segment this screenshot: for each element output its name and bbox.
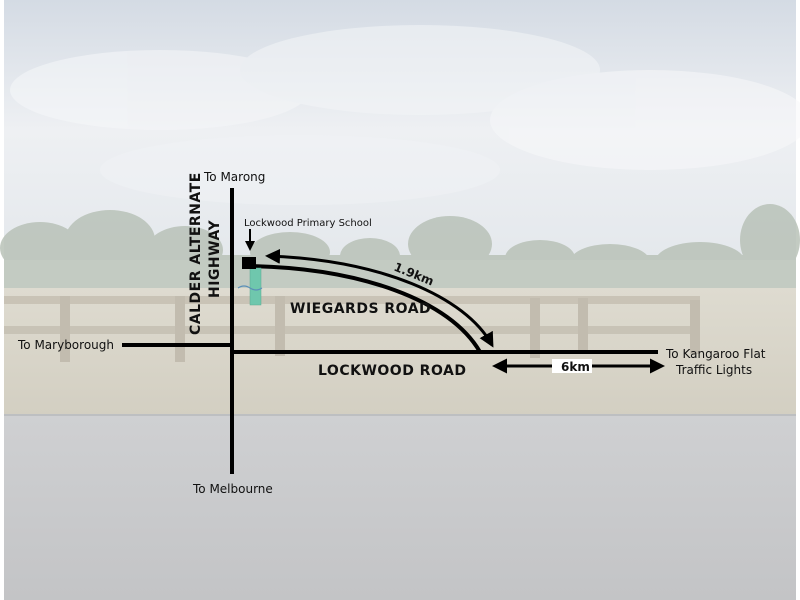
school-building-icon <box>242 257 256 269</box>
lockwood-road-label: LOCKWOOD ROAD <box>318 363 466 379</box>
creek-icon <box>237 285 263 291</box>
lockwood-distance-label-bg <box>552 359 592 373</box>
south-label: To Melbourne <box>192 482 273 496</box>
distance-arrows <box>265 248 665 374</box>
north-label: To Marong <box>203 170 265 184</box>
wiegards-distance-arrow <box>265 248 494 348</box>
east-label-line2: Traffic Lights <box>675 363 752 377</box>
school-label: Lockwood Primary School <box>244 218 372 229</box>
highway-label-line2: HIGHWAY <box>207 220 223 298</box>
cloud-layer <box>10 25 800 205</box>
school-marker <box>237 229 263 306</box>
map-labels: To Marong To Melbourne To Maryborough To… <box>17 170 766 496</box>
school-grounds <box>249 267 262 306</box>
lockwood-distance-label: 6km <box>561 360 590 374</box>
east-label-line1: To Kangaroo Flat <box>665 347 766 361</box>
asphalt <box>4 415 796 600</box>
west-label: To Maryborough <box>17 338 114 352</box>
highway-label-line1: CALDER ALTERNATE <box>188 172 204 335</box>
wiegards-road-label: WIEGARDS ROAD <box>290 301 431 317</box>
